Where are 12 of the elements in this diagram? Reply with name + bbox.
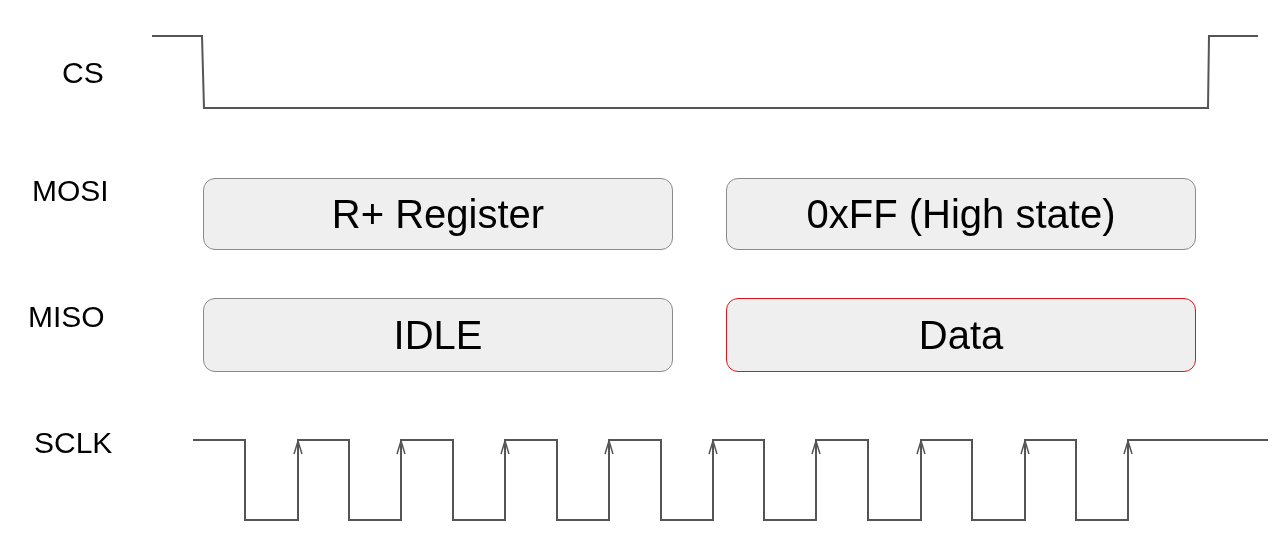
signal-label: CS	[62, 58, 104, 88]
data-field-box	[203, 298, 673, 372]
field-text: 0xFF (High state)	[806, 194, 1116, 234]
signal-label: SCLK	[34, 428, 113, 458]
signal-label: MISO	[28, 302, 105, 332]
data-field-box	[203, 178, 673, 250]
signal-label: MOSI	[32, 176, 109, 206]
field-text: R+ Register	[331, 194, 545, 234]
data-field-box	[726, 298, 1196, 372]
field-text: Data	[918, 315, 1004, 355]
field-text: IDLE	[393, 315, 483, 355]
data-field-box	[726, 178, 1196, 250]
